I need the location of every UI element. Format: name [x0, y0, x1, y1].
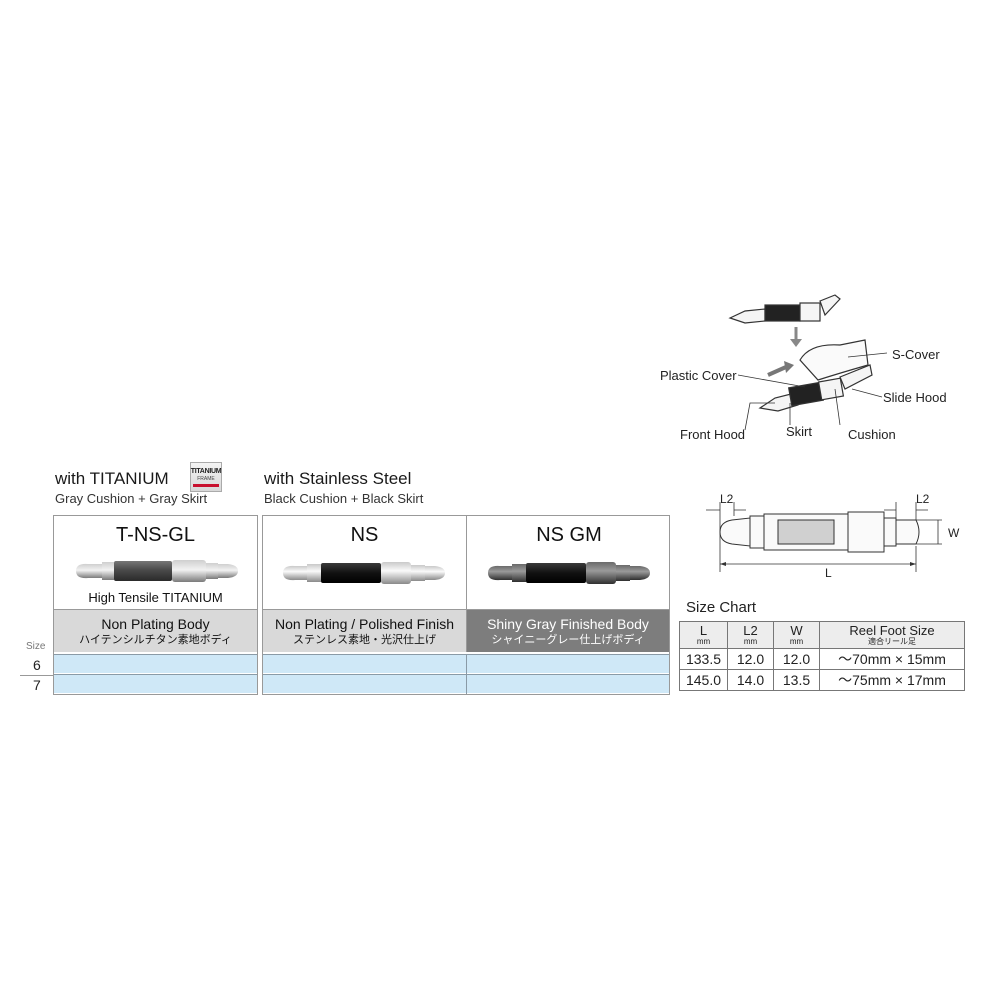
cell-w: 12.0: [773, 648, 820, 670]
product-code-ns: NS: [350, 524, 379, 546]
size-chart-title: Size Chart: [686, 599, 757, 616]
t-ns-gl-reel-seat-image: [76, 560, 238, 582]
dim-l: L: [825, 566, 832, 580]
titanium-frame-badge: TITANIUM FRAME: [190, 462, 222, 492]
stainless-heading: with Stainless Steel: [264, 469, 412, 488]
titanium-finish-en: Non Plating Body: [101, 616, 210, 632]
badge-line2: FRAME: [197, 475, 215, 482]
size-column-divider: [466, 654, 467, 694]
product-code-t-ns-gl: T-NS-GL: [116, 524, 195, 546]
table-row: 145.0 14.0 13.5 〜75mm × 17mm: [679, 669, 965, 691]
dim-l2-right: L2: [916, 492, 930, 506]
label-cushion: Cushion: [848, 427, 896, 442]
label-skirt: Skirt: [786, 424, 812, 439]
dimension-drawing: [706, 502, 942, 572]
titanium-finish-jp: ハイテンシルチタン素地ボディ: [79, 634, 232, 646]
label-slide-hood: Slide Hood: [883, 390, 947, 405]
ns-gm-finish-jp: シャイニーグレー仕上げボディ: [491, 634, 645, 646]
titanium-size-6-row: [54, 654, 257, 673]
cell-l2: 14.0: [727, 669, 774, 691]
size-divider: [20, 675, 54, 676]
ns-gm-finish-box: Shiny Gray Finished Body シャイニーグレー仕上げボディ: [467, 609, 669, 652]
label-front-hood: Front Hood: [680, 427, 746, 442]
cell-reel-foot: 〜70mm × 15mm: [819, 648, 965, 670]
titanium-size-7-row: [54, 674, 257, 693]
titanium-heading: with TITANIUM: [55, 469, 169, 488]
ns-gm-reel-seat-image: [488, 562, 650, 584]
stainless-subheading: Black Cushion + Black Skirt: [264, 491, 424, 506]
stainless-panel: NS NS GM Non Plating /: [262, 515, 670, 695]
cell-w: 13.5: [773, 669, 820, 691]
table-row: 133.5 12.0 12.0 〜70mm × 15mm: [679, 648, 965, 670]
dim-l2-left: L2: [720, 492, 734, 506]
cell-l2: 12.0: [727, 648, 774, 670]
size-6-label: 6: [33, 657, 41, 673]
label-plastic-cover: Plastic Cover: [660, 368, 737, 383]
titanium-material-label: High Tensile TITANIUM: [88, 590, 223, 605]
label-s-cover: S-Cover: [892, 347, 940, 362]
dim-w: W: [948, 526, 960, 540]
ns-finish-jp: ステンレス素地・光沢仕上げ: [293, 634, 436, 646]
badge-red-bar: [193, 483, 219, 487]
ns-finish-en: Non Plating / Polished Finish: [275, 616, 454, 632]
cell-l: 145.0: [679, 669, 728, 691]
badge-line1: TITANIUM: [190, 467, 222, 475]
product-code-ns-gm: NS GM: [536, 524, 602, 546]
cell-l: 133.5: [679, 648, 728, 670]
ns-gm-finish-en: Shiny Gray Finished Body: [487, 616, 649, 632]
ns-reel-seat-image: [283, 562, 445, 584]
cell-reel-foot: 〜75mm × 17mm: [819, 669, 965, 691]
titanium-finish-box: Non Plating Body ハイテンシルチタン素地ボディ: [54, 609, 257, 652]
assembly-illustration: [728, 294, 888, 431]
titanium-panel: T-NS-GL High Tensile TITANIUM Non Platin…: [53, 515, 258, 695]
column-divider: [466, 516, 467, 609]
titanium-subheading: Gray Cushion + Gray Skirt: [55, 491, 208, 506]
size-7-label: 7: [33, 677, 41, 693]
size-label: Size: [26, 641, 46, 652]
ns-finish-box: Non Plating / Polished Finish ステンレス素地・光沢…: [263, 609, 467, 652]
